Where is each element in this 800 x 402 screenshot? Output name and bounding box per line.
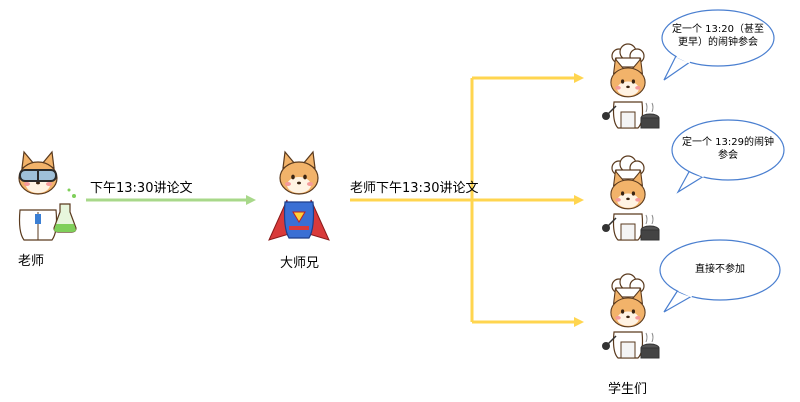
teacher-label: 老师 bbox=[18, 254, 45, 269]
student-figure-2 bbox=[602, 156, 659, 240]
senior-label: 大师兄 bbox=[280, 256, 320, 271]
arrow-teacher-to-senior bbox=[86, 195, 256, 205]
edge-label-teacher-to-senior: 下午13:30讲论文 bbox=[90, 181, 193, 196]
senior-figure bbox=[268, 151, 330, 241]
bubble-text-2: 定一个 13:29的闹钟 参会 bbox=[680, 136, 776, 162]
bubble-1-line-2: 更早）的闹钟参会 bbox=[678, 37, 758, 48]
edge-label-senior-to-students: 老师下午13:30讲论文 bbox=[350, 181, 479, 196]
arrow-senior-to-students bbox=[350, 76, 578, 324]
arrowheads-students bbox=[574, 73, 584, 327]
teacher-figure bbox=[18, 151, 77, 241]
bubble-2-line-1: 定一个 13:29的闹钟 bbox=[682, 137, 774, 148]
students-label: 学生们 bbox=[608, 382, 648, 397]
student-figure-1 bbox=[602, 44, 659, 128]
bubble-text-1: 定一个 13:20（甚至 更早）的闹钟参会 bbox=[668, 23, 768, 49]
bubble-1-line-1: 定一个 13:20（甚至 bbox=[672, 24, 764, 35]
speech-bubble-3 bbox=[659, 239, 781, 313]
student-figure-3 bbox=[602, 274, 659, 358]
bubble-3-line-1: 直接不参加 bbox=[695, 264, 745, 275]
speech-bubble-2 bbox=[671, 119, 785, 194]
bubble-2-line-2: 参会 bbox=[718, 150, 738, 161]
speech-bubble-1 bbox=[661, 9, 775, 81]
bubble-text-3: 直接不参加 bbox=[672, 263, 768, 276]
